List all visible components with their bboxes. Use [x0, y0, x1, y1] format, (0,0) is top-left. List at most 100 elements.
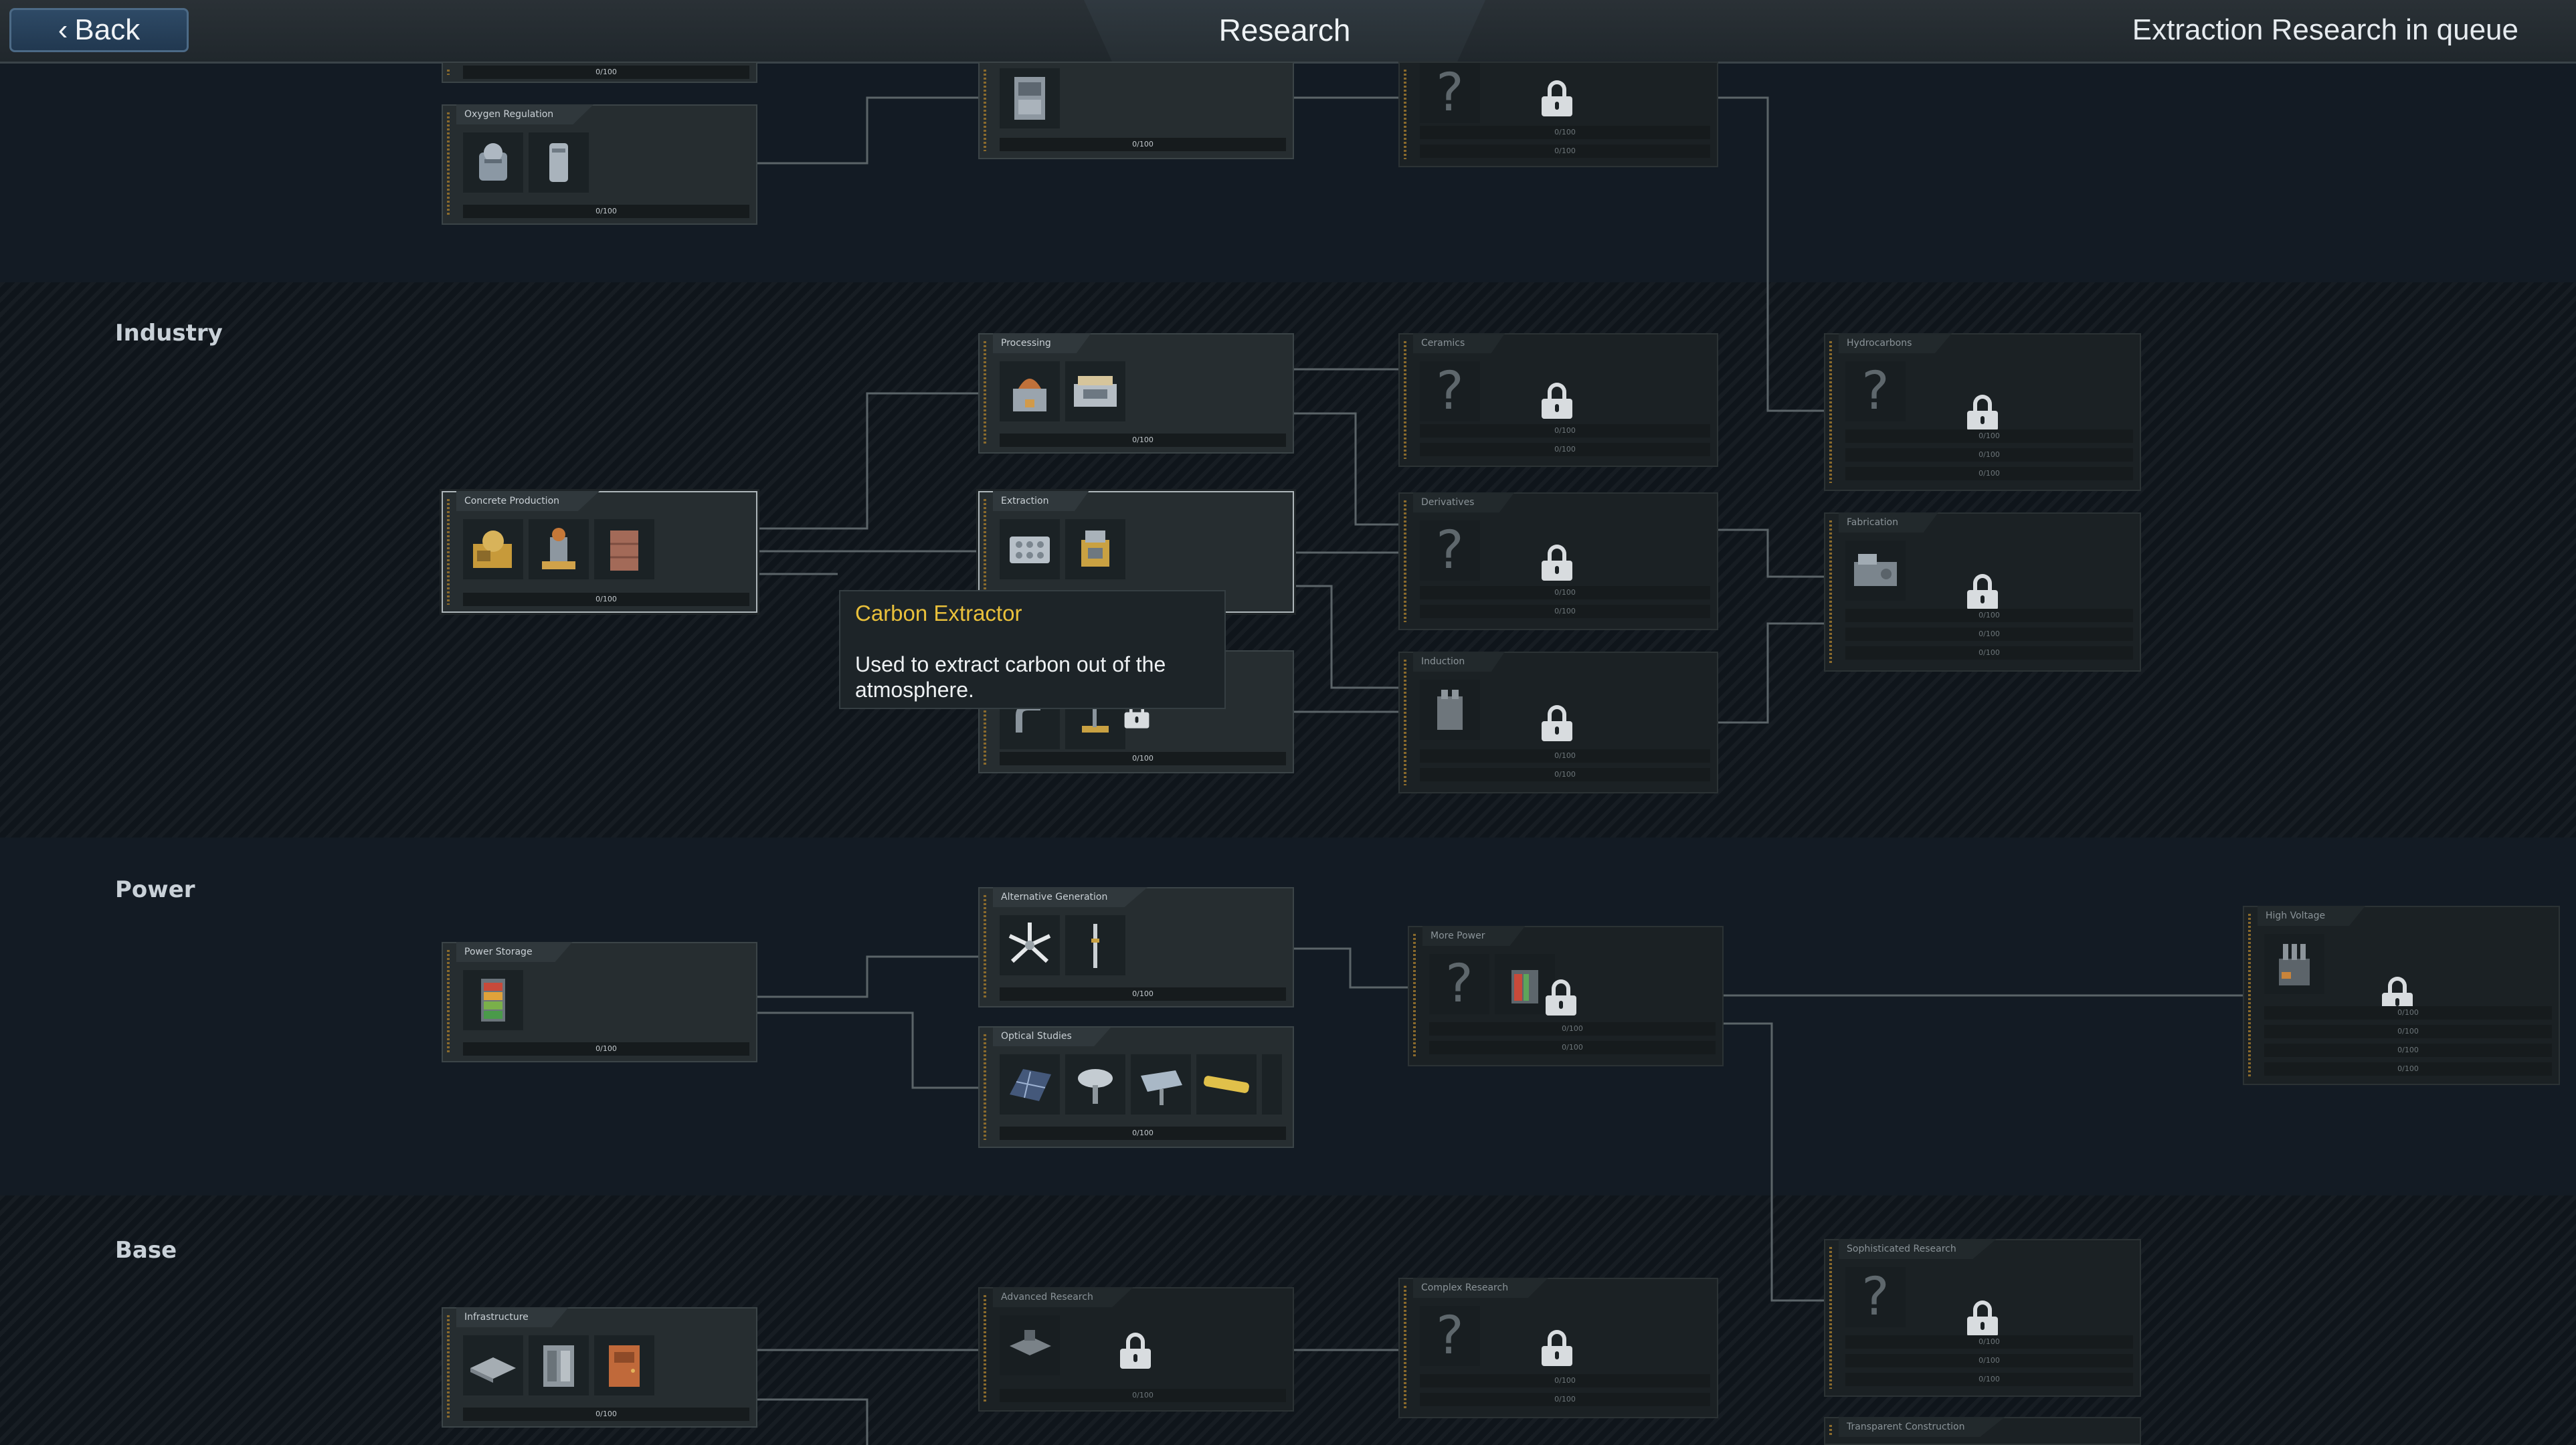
mining-drill-icon[interactable]: [1065, 519, 1125, 579]
research-node-transparent-construction[interactable]: Transparent Construction: [1824, 1417, 2141, 1445]
research-node-more-power[interactable]: More Power ? 0/100 0/100: [1408, 926, 1724, 1066]
research-node-complex-research[interactable]: Complex Research ? 0/100 0/100: [1398, 1278, 1718, 1418]
research-node-advanced-research[interactable]: Advanced Research 0/100: [978, 1287, 1294, 1412]
fabricator-icon[interactable]: [1845, 541, 1906, 601]
unknown-research-icon: ?: [1420, 520, 1480, 581]
door-icon[interactable]: [594, 1335, 654, 1395]
progress-bar: 0/100: [1000, 1389, 1286, 1402]
research-node-top-middle[interactable]: 0/100: [978, 62, 1294, 159]
link-infra-down: [757, 1398, 868, 1445]
light-tube-icon[interactable]: [1196, 1054, 1257, 1115]
page-title: Research: [1218, 13, 1351, 47]
research-node-oxygen-regulation[interactable]: Oxygen Regulation 0/100: [442, 104, 757, 225]
link-induction-fabrication: [1718, 622, 1824, 724]
node-title: More Power: [1422, 926, 1526, 946]
chevron-left-icon: ‹: [58, 13, 68, 46]
tooltip-description: Used to extract carbon out of the atmosp…: [855, 652, 1166, 702]
industry-title: Industry: [115, 320, 223, 347]
smelter-icon[interactable]: [1000, 361, 1060, 421]
oxygen-tank-icon[interactable]: [529, 132, 589, 193]
refinery-icon[interactable]: [1065, 361, 1125, 421]
tooltip-title: Carbon Extractor: [855, 601, 1022, 625]
unknown-research-icon: ?: [1420, 63, 1480, 123]
progress-bar-2: 0/100: [1845, 1354, 2133, 1367]
lock-icon: [1967, 574, 1998, 610]
research-node-derivatives[interactable]: Derivatives ? 0/100 0/100: [1398, 492, 1718, 630]
lock-icon: [1542, 545, 1572, 581]
research-node-power-storage[interactable]: Power Storage 0/100: [442, 942, 757, 1062]
carbon-extractor-icon[interactable]: [1000, 519, 1060, 579]
progress-bar-1: 0/100: [1420, 749, 1710, 763]
more-items-icon[interactable]: [1262, 1054, 1282, 1115]
progress-bar: 0/100: [1000, 138, 1286, 151]
progress-bar-1: 0/100: [1420, 586, 1710, 599]
unknown-research-icon: ?: [1845, 361, 1906, 421]
progress-bar-1: 0/100: [1420, 1374, 1710, 1387]
solar-panel-icon[interactable]: [1000, 1054, 1060, 1115]
progress-bar: 0/100: [463, 66, 749, 79]
node-title: Infrastructure: [456, 1307, 569, 1327]
research-node-fabrication[interactable]: Fabrication 0/100 0/100 0/100: [1824, 512, 2141, 672]
progress-bar-1: 0/100: [2264, 1006, 2552, 1020]
progress-bar-3: 0/100: [1845, 646, 2133, 660]
research-node-optical-studies[interactable]: Optical Studies 0/100: [978, 1026, 1294, 1148]
unknown-research-icon: ?: [1420, 361, 1480, 421]
lock-icon: [1542, 383, 1572, 419]
research-node-ceramics[interactable]: Ceramics ? 0/100 0/100: [1398, 333, 1718, 467]
top-bar: ‹ Back Research Extraction Research in q…: [0, 0, 2576, 64]
research-desk-icon[interactable]: [1000, 1315, 1060, 1375]
research-node-hydrocarbons[interactable]: Hydrocarbons ? 0/100 0/100 0/100: [1824, 333, 2141, 491]
node-title: Transparent Construction: [1839, 1417, 2005, 1437]
power-unit-icon[interactable]: [1495, 954, 1555, 1014]
drill-rig-icon[interactable]: [529, 519, 589, 579]
progress-bar: 0/100: [463, 1042, 749, 1056]
link-top-hydrocarbons: [1718, 96, 1824, 412]
unknown-research-icon: ?: [1420, 1306, 1480, 1366]
progress-bar-1: 0/100: [1429, 1022, 1716, 1036]
top-bar-center-plate: [1084, 0, 1485, 62]
node-title: Power Storage: [456, 942, 573, 962]
concrete-mixer-icon[interactable]: [463, 519, 523, 579]
progress-bar-3: 0/100: [2264, 1044, 2552, 1057]
lock-icon: [1542, 1330, 1572, 1366]
progress-bar-2: 0/100: [1420, 144, 1710, 158]
machine-icon[interactable]: [1000, 68, 1060, 128]
node-title: High Voltage: [2258, 906, 2366, 926]
research-node-processing[interactable]: Processing 0/100: [978, 333, 1294, 454]
transformer-icon[interactable]: [2264, 934, 2324, 994]
node-title: Extraction: [993, 491, 1089, 511]
research-node-alternative-generation[interactable]: Alternative Generation 0/100: [978, 887, 1294, 1007]
progress-bar-2: 0/100: [1429, 1041, 1716, 1054]
lock-icon: [1542, 705, 1572, 741]
link-morepower-sophisticated: [1724, 1022, 1824, 1302]
brick-block-icon[interactable]: [594, 519, 654, 579]
node-title: Derivatives: [1413, 492, 1515, 512]
research-node-top-left[interactable]: 0/100: [442, 62, 757, 83]
induction-furnace-icon[interactable]: [1420, 680, 1480, 740]
base-title: Base: [115, 1237, 177, 1264]
research-node-infrastructure[interactable]: Infrastructure 0/100: [442, 1307, 757, 1428]
research-node-sophisticated-research[interactable]: Sophisticated Research ? 0/100 0/100 0/1…: [1824, 1239, 2141, 1397]
oxygen-generator-icon[interactable]: [463, 132, 523, 193]
back-button[interactable]: ‹ Back: [9, 8, 189, 52]
progress-bar-4: 0/100: [2264, 1062, 2552, 1076]
pole-icon[interactable]: [1065, 915, 1125, 975]
floor-tile-icon[interactable]: [463, 1335, 523, 1395]
wall-panel-icon[interactable]: [529, 1335, 589, 1395]
progress-bar: 0/100: [463, 205, 749, 218]
back-label: Back: [74, 13, 141, 46]
research-node-induction[interactable]: Induction 0/100 0/100: [1398, 652, 1718, 793]
progress-bar-2: 0/100: [2264, 1025, 2552, 1038]
progress-bar-3: 0/100: [1845, 1373, 2133, 1386]
research-node-high-voltage[interactable]: High Voltage 0/100 0/100 0/100 0/100: [2243, 906, 2560, 1085]
wind-turbine-icon[interactable]: [1000, 915, 1060, 975]
research-node-concrete-production[interactable]: Concrete Production 0/100: [442, 491, 757, 613]
battery-icon[interactable]: [463, 970, 523, 1030]
lock-icon: [1120, 1333, 1151, 1369]
node-title: Advanced Research: [993, 1287, 1133, 1307]
research-node-top-locked[interactable]: ? 0/100 0/100: [1398, 62, 1718, 167]
light-icon[interactable]: [1065, 1054, 1125, 1115]
progress-bar: 0/100: [1000, 1127, 1286, 1140]
panel-lamp-icon[interactable]: [1131, 1054, 1191, 1115]
